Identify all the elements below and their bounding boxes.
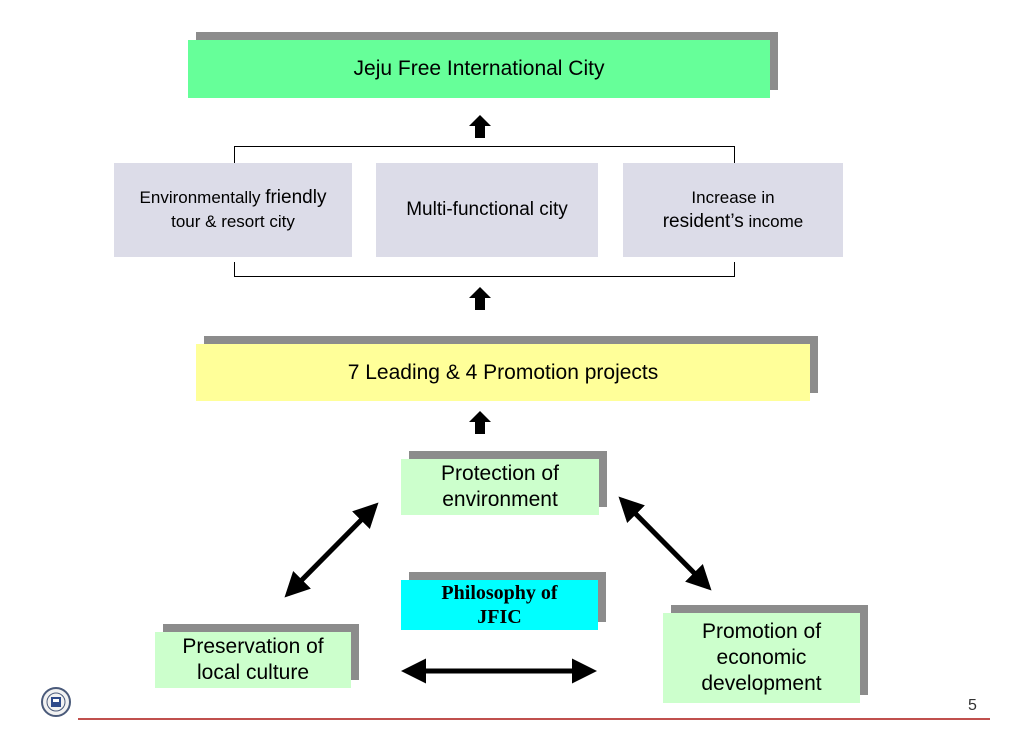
preservation-of-local-culture-box: Preservation of local culture <box>155 632 351 688</box>
protection-of-environment-box: Protection of environment <box>401 459 599 515</box>
protection-line2: environment <box>442 488 558 511</box>
goal-income-box: Increase in resident’s income <box>623 163 843 257</box>
preservation-line2: local culture <box>196 661 310 684</box>
promotion-line1: Promotion of <box>701 620 822 643</box>
protection-preservation-arrow <box>284 502 379 598</box>
goals-bracket-bottom <box>234 262 735 277</box>
goal-right-line2-big: resident’s <box>662 211 744 232</box>
goal-middle-text: Multi-functional city <box>406 199 568 220</box>
preservation-line1: Preservation of <box>182 635 324 658</box>
up-arrow-icon <box>469 411 491 434</box>
promotion-line3: development <box>701 672 822 695</box>
up-arrow-icon <box>469 115 491 138</box>
protection-line1: Protection of <box>441 462 559 485</box>
goal-left-line1-big: friendly <box>265 187 327 208</box>
promotion-of-economic-development-box: Promotion of economic development <box>663 613 860 703</box>
page-number: 5 <box>968 697 977 714</box>
leading-promotion-projects-box: 7 Leading & 4 Promotion projects <box>196 344 810 401</box>
philosophy-line1: Philosophy of <box>441 582 558 604</box>
goal-multi-functional-box: Multi-functional city <box>376 163 598 257</box>
projects-title: 7 Leading & 4 Promotion projects <box>347 360 659 384</box>
philosophy-line2: JFIC <box>477 606 522 628</box>
goal-left-line2: tour & resort city <box>171 212 295 231</box>
footer-divider <box>78 718 990 720</box>
goal-left-line1-small: Environmentally <box>139 188 266 207</box>
goal-right-line1: Increase in <box>691 188 775 207</box>
goal-eco-resort-box: Environmentally friendly tour & resort c… <box>114 163 352 257</box>
philosophy-of-jfic-box: Philosophy of JFIC <box>401 580 598 630</box>
protection-promotion-arrow <box>618 496 712 591</box>
promotion-line2: economic <box>716 646 807 669</box>
top-title: Jeju Free International City <box>353 57 605 80</box>
up-arrow-icon <box>469 287 491 310</box>
goals-bracket-top <box>234 146 735 163</box>
jeju-free-international-city-box: Jeju Free International City <box>188 40 770 98</box>
goal-right-line2-small: income <box>743 212 804 231</box>
university-seal-icon <box>41 687 71 717</box>
